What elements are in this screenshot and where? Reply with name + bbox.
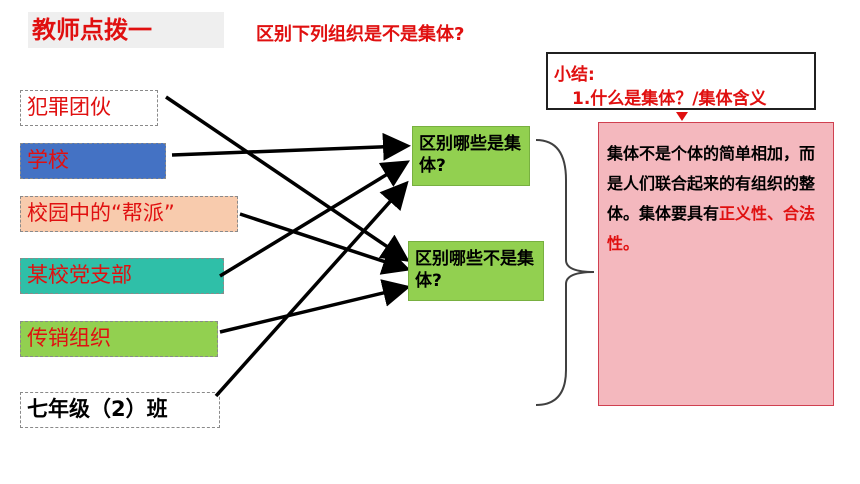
arrow-class-to-collective [214, 180, 409, 398]
item-criminal-gang: 犯罪团伙 [20, 90, 158, 126]
item-school: 学校 [20, 143, 166, 179]
arrow-party-to-collective [219, 160, 410, 278]
page-title: 教师点拨一 [28, 12, 224, 48]
summary-title: 小结: [554, 65, 595, 85]
item-class-seven-two: 七年级（2）班 [20, 392, 220, 428]
category-not-collective: 区别哪些不是集体? [408, 241, 544, 301]
item-pyramid-scheme: 传销组织 [20, 321, 218, 357]
item-party-branch: 某校党支部 [20, 258, 224, 294]
arrow-school-to-collective [171, 132, 411, 161]
right-brace [535, 139, 595, 406]
arrow-campus-to-not [239, 212, 411, 275]
definition-highlight: 正义性、合法性。 [607, 204, 816, 253]
arrow-gang-to-not [165, 95, 410, 262]
category-collective: 区别哪些是集体? [412, 126, 530, 186]
arrow-pyramid-to-not [219, 279, 411, 334]
item-campus-gang: 校园中的“帮派” [20, 196, 238, 232]
question-text: 区别下列组织是不是集体? [256, 24, 465, 45]
definition-box: 集体不是个体的简单相加，而是人们联合起来的有组织的整体。集体要具有正义性、合法性… [598, 122, 834, 406]
down-arrow-icon [676, 112, 688, 121]
summary-label: 小结: 1.什么是集体？/集体含义 [546, 52, 816, 110]
summary-subtitle: 1.什么是集体？/集体含义 [572, 89, 767, 109]
definition-text: 集体不是个体的简单相加，而是人们联合起来的有组织的整体。集体要具有 [607, 144, 816, 223]
